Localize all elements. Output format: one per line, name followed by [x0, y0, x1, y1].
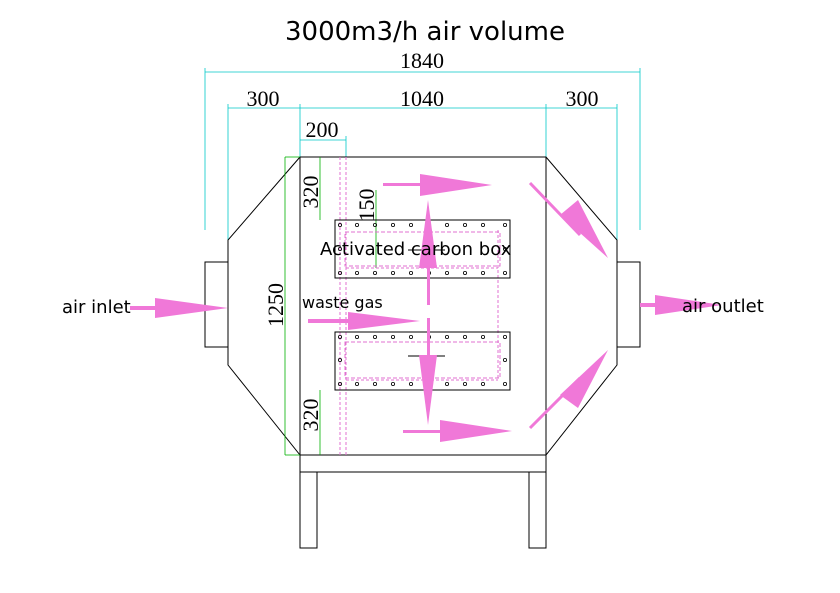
arrow-diagonal-down — [528, 181, 608, 258]
label-waste-gas: waste gas — [302, 293, 383, 312]
arrow-waste-gas — [308, 312, 420, 330]
arrow-diagonal-up — [528, 350, 608, 430]
dim-offset: 200 — [306, 117, 339, 142]
diagram-title: 3000m3/h air volume — [285, 17, 565, 47]
label-carbon-box: Activated carbon box — [320, 239, 512, 260]
flow-arrows — [130, 174, 722, 442]
dim-overall-width: 1840 — [400, 48, 444, 73]
arrow-outlet — [640, 295, 722, 315]
housing-outline — [204, 156, 641, 549]
arrow-bottom-right — [403, 420, 512, 442]
dim-middle-section: 1040 — [400, 86, 444, 111]
dim-bottom-box-offset: 320 — [298, 399, 323, 432]
arrow-down — [419, 318, 437, 425]
dim-box-gap: 150 — [354, 189, 379, 222]
dim-left-section: 300 — [247, 86, 280, 111]
dim-right-section: 300 — [566, 86, 599, 111]
arrow-top-right — [383, 174, 492, 196]
green-guide-lines — [284, 156, 377, 456]
dim-top-box-offset: 320 — [298, 176, 323, 209]
dimension-lines — [204, 68, 641, 240]
dim-height: 1250 — [263, 283, 288, 327]
label-air-inlet: air inlet — [62, 297, 131, 318]
arrow-up — [419, 200, 437, 305]
label-air-outlet: air outlet — [682, 296, 764, 317]
arrow-inlet — [130, 298, 228, 318]
